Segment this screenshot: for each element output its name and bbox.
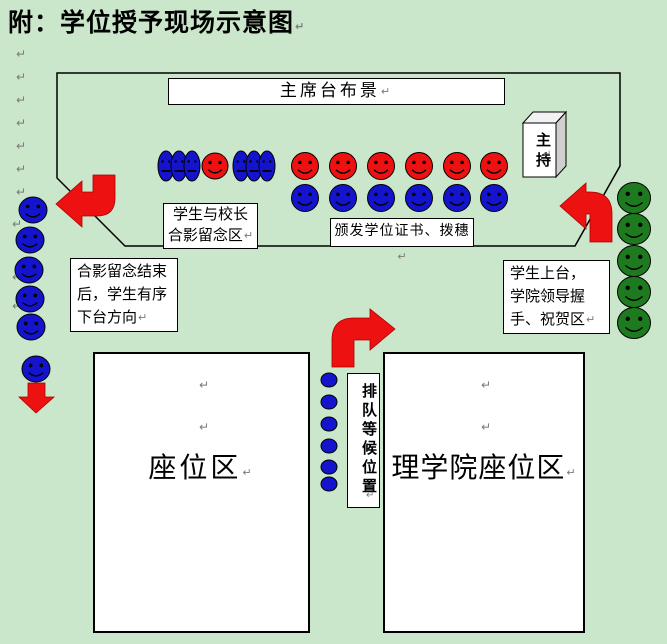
leader-row-smiley-icon bbox=[367, 152, 395, 180]
entering-student-smiley-icon bbox=[617, 182, 651, 214]
photo-area-label-line1: 学生与校长 bbox=[172, 207, 248, 223]
exiting-student-smiley-icon bbox=[18, 196, 48, 224]
general-seating-box: ↵ ↵ 座位区↵ bbox=[93, 352, 310, 633]
leader-row-smiley-icon bbox=[329, 152, 357, 180]
stage-backdrop-box: 主席台布景↵ bbox=[168, 78, 505, 105]
queue-dot-icon bbox=[320, 416, 338, 432]
enter-note-line3-text: 手、祝贺区 bbox=[510, 312, 586, 328]
general-seating-label: 座位区↵ bbox=[95, 446, 308, 486]
photo-area-label-line2: 合影留念区↵ bbox=[164, 226, 257, 247]
pilcrow-icon: ↵ bbox=[12, 299, 23, 313]
pilcrow-icon: ↵ bbox=[16, 185, 27, 199]
enter-note-line2: 学院领导握 bbox=[510, 289, 586, 305]
pilcrow-icon: ↵ bbox=[586, 313, 596, 326]
pilcrow-icon: ↵ bbox=[481, 378, 492, 392]
pilcrow-icon: ↵ bbox=[16, 93, 27, 107]
leader-row-smiley-icon bbox=[443, 152, 471, 180]
pilcrow-icon: ↵ bbox=[543, 149, 552, 160]
pilcrow-icon: ↵ bbox=[16, 116, 27, 130]
exiting-student-smiley-icon bbox=[15, 226, 45, 254]
host-podium bbox=[521, 110, 568, 179]
science-seating-box: ↵ ↵ 理学院座位区↵ bbox=[383, 352, 585, 633]
pilcrow-icon: ↵ bbox=[16, 47, 27, 61]
figures-layer bbox=[14, 150, 651, 492]
pilcrow-icon: ↵ bbox=[16, 162, 27, 176]
queue-label-box: 排队等候位置 ↵ bbox=[347, 373, 380, 508]
queue-dot-icon bbox=[320, 476, 338, 492]
president-smiley-icon bbox=[201, 152, 229, 180]
award-area-label: 颁发学位证书、拨穗 bbox=[334, 224, 470, 239]
page-title-text: 附：学位授予现场示意图 bbox=[8, 9, 295, 37]
award-area-box: 颁发学位证书、拨穗 ↵ bbox=[330, 218, 474, 262]
science-seating-label-text: 理学院座位区 bbox=[391, 453, 566, 484]
student-row-smiley-icon bbox=[405, 184, 433, 212]
entering-student-smiley-icon bbox=[617, 307, 651, 339]
stage-student-oval-icon bbox=[157, 150, 175, 182]
exit-down-arrow bbox=[17, 382, 56, 414]
general-seating-label-text: 座位区 bbox=[148, 453, 242, 484]
entering-student-smiley-icon bbox=[617, 245, 651, 277]
entering-student-smiley-icon bbox=[617, 213, 651, 245]
exit-note-line3: 下台方向↵ bbox=[77, 307, 177, 330]
pilcrow-icon: ↵ bbox=[366, 490, 375, 501]
stage-backdrop-label: 主席台布景 bbox=[279, 81, 380, 100]
pilcrow-icon: ↵ bbox=[138, 311, 148, 324]
pilcrow-icon: ↵ bbox=[199, 420, 210, 434]
queue-label: 排队等候位置 bbox=[360, 383, 376, 497]
page-title: 附：学位授予现场示意图↵ bbox=[8, 3, 305, 39]
exit-note-line3-text: 下台方向 bbox=[77, 310, 138, 326]
pilcrow-icon: ↵ bbox=[481, 420, 492, 434]
pilcrow-icon: ↵ bbox=[243, 229, 254, 242]
host-label: 主持 bbox=[534, 132, 550, 172]
enter-note-box: 学生上台， 学院领导握 手、祝贺区↵ bbox=[503, 260, 610, 334]
pilcrow-icon: ↵ bbox=[16, 139, 27, 153]
exiting-student-smiley-icon bbox=[14, 256, 44, 284]
exiting-student-smiley-icon bbox=[21, 355, 51, 383]
exit-note-box: 合影留念结束 后，学生有序 下台方向↵ bbox=[70, 258, 178, 332]
exit-note-line1: 合影留念结束 bbox=[77, 264, 168, 280]
student-row-smiley-icon bbox=[443, 184, 471, 212]
leader-row-smiley-icon bbox=[405, 152, 433, 180]
exiting-student-smiley-icon bbox=[15, 285, 45, 313]
exit-note-line2: 后，学生有序 bbox=[77, 287, 168, 303]
stage-student-oval-icon bbox=[245, 150, 263, 182]
queue-dot-icon bbox=[320, 438, 338, 454]
entering-student-smiley-icon bbox=[617, 276, 651, 308]
exit-direction-arrow bbox=[55, 174, 116, 228]
pilcrow-icon: ↵ bbox=[242, 466, 255, 479]
enter-direction-arrow bbox=[559, 182, 613, 243]
stage-student-oval-icon bbox=[232, 150, 250, 182]
exiting-student-smiley-icon bbox=[16, 313, 46, 341]
photo-area-label-line2-text: 合影留念区 bbox=[167, 228, 243, 244]
student-row-smiley-icon bbox=[480, 184, 508, 212]
pilcrow-icon: ↵ bbox=[12, 217, 23, 231]
enter-note-line1: 学生上台， bbox=[510, 266, 586, 282]
pilcrow-icon: ↵ bbox=[295, 20, 306, 33]
student-row-smiley-icon bbox=[291, 184, 319, 212]
pilcrow-icon: ↵ bbox=[397, 250, 408, 263]
leader-row-smiley-icon bbox=[480, 152, 508, 180]
queue-direction-arrow bbox=[331, 308, 396, 368]
pilcrow-icon: ↵ bbox=[380, 85, 394, 98]
student-row-smiley-icon bbox=[367, 184, 395, 212]
stage-student-oval-icon bbox=[183, 150, 201, 182]
queue-dot-icon bbox=[320, 459, 338, 475]
student-row-smiley-icon bbox=[329, 184, 357, 212]
pilcrow-icon: ↵ bbox=[566, 466, 577, 479]
pilcrow-icon: ↵ bbox=[199, 378, 210, 392]
queue-dot-icon bbox=[320, 394, 338, 410]
photo-area-box: 学生与校长 合影留念区↵ bbox=[163, 203, 258, 249]
science-seating-label: 理学院座位区↵ bbox=[385, 446, 583, 486]
leader-row-smiley-icon bbox=[291, 152, 319, 180]
queue-dot-icon bbox=[320, 372, 338, 388]
pilcrow-icon: ↵ bbox=[16, 70, 27, 84]
stage-student-oval-icon bbox=[258, 150, 276, 182]
stage-outline bbox=[56, 72, 621, 247]
enter-note-line3: 手、祝贺区↵ bbox=[510, 309, 609, 332]
